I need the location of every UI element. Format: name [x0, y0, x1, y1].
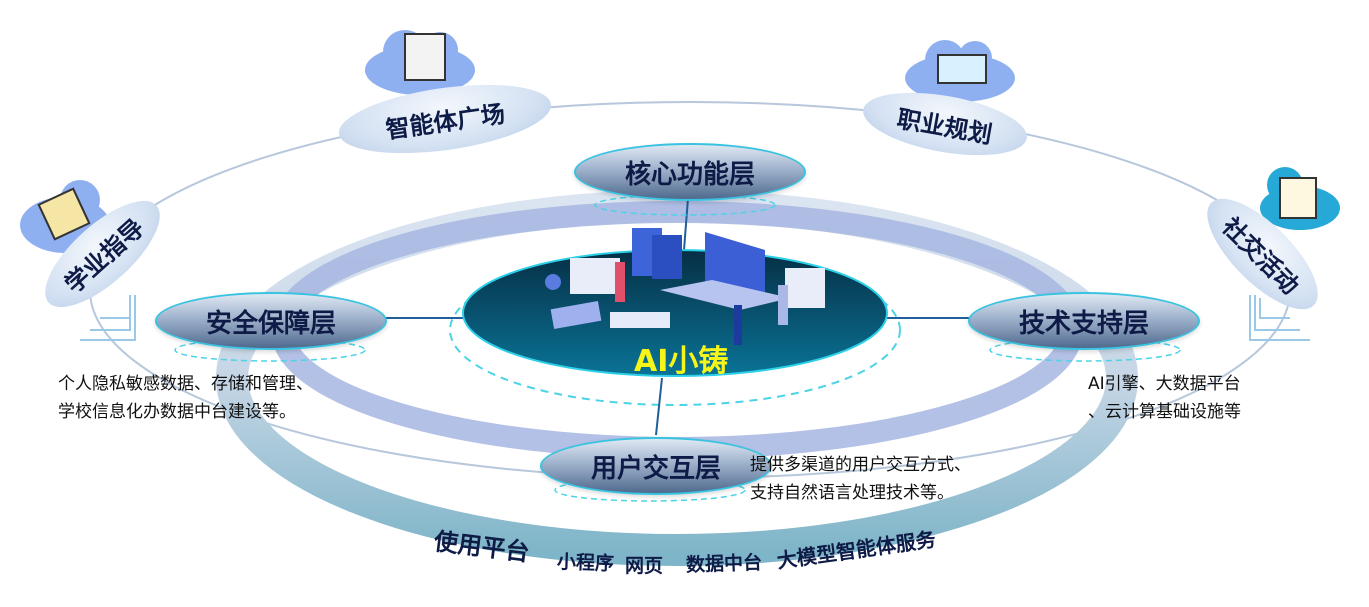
- connector: [683, 197, 689, 251]
- center-title: AI小铸: [634, 344, 729, 379]
- orbit-label: 职业规划: [894, 104, 995, 149]
- document-icon: [37, 187, 91, 241]
- description-line: 学校信息化办数据中台建设等。: [58, 402, 296, 422]
- layer-label: 安全保障层: [205, 308, 336, 339]
- description-line: 个人隐私敏感数据、存储和管理、: [58, 374, 313, 394]
- description-line: 提供多渠道的用户交互方式、: [750, 455, 971, 475]
- illustration-books-laptop: [545, 228, 825, 345]
- description-line: 、云计算基础设施等: [1088, 402, 1241, 422]
- dashed-orbit: [449, 254, 901, 406]
- money-icon: [937, 54, 987, 84]
- connector: [655, 377, 663, 436]
- circuit-decoration: [80, 295, 1310, 341]
- orbit-label: 智能体广场: [383, 99, 507, 144]
- platform-item[interactable]: 小程序: [556, 551, 615, 575]
- security-description: 个人隐私敏感数据、存储和管理、 学校信息化办数据中台建设等。: [58, 370, 313, 426]
- certificate-icon: [1279, 177, 1317, 219]
- platform-item[interactable]: 数据中台: [685, 551, 763, 577]
- layer-ui[interactable]: 用户交互层: [540, 437, 772, 495]
- layer-label: 用户交互层: [590, 453, 721, 484]
- layer-security[interactable]: 安全保障层: [155, 292, 387, 350]
- platform-item[interactable]: 网页: [625, 555, 664, 577]
- tech-description: AI引擎、大数据平台 、云计算基础设施等: [1088, 370, 1241, 426]
- layer-label: 核心功能层: [624, 159, 755, 190]
- layer-core[interactable]: 核心功能层: [574, 143, 806, 201]
- description-line: 支持自然语言处理技术等。: [750, 483, 954, 503]
- ui-description: 提供多渠道的用户交互方式、 支持自然语言处理技术等。: [750, 451, 971, 507]
- layer-tech[interactable]: 技术支持层: [968, 292, 1200, 350]
- description-line: AI引擎、大数据平台: [1088, 374, 1241, 394]
- layer-label: 技术支持层: [1018, 308, 1149, 339]
- calculator-icon: [404, 33, 446, 81]
